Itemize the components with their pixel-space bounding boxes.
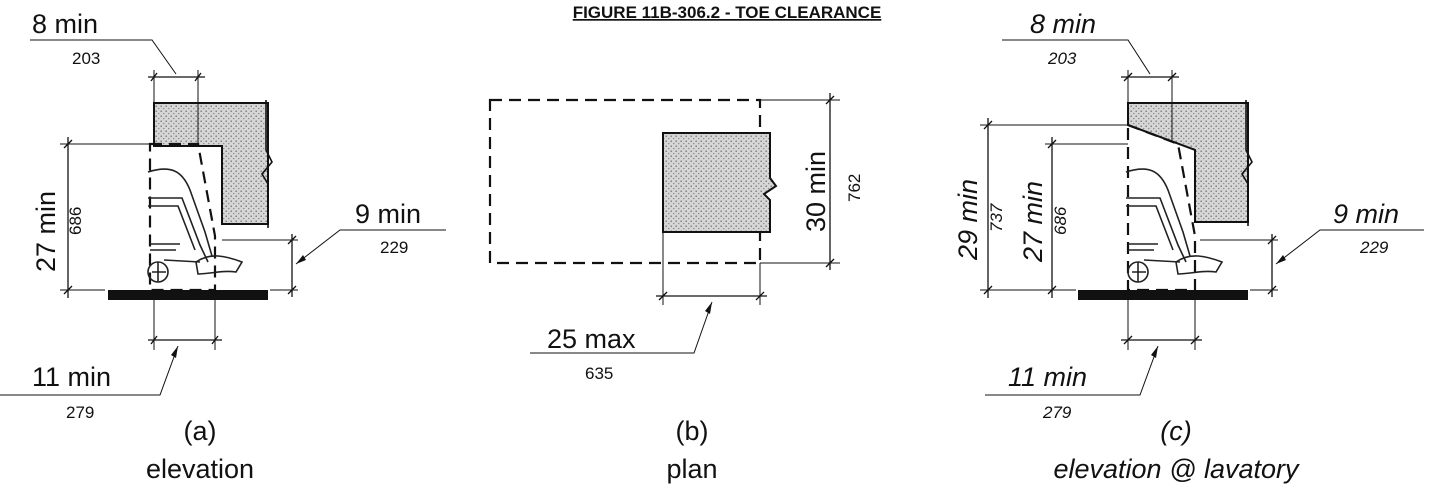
figure-title: FIGURE 11B-306.2 - TOE CLEARANCE xyxy=(573,3,882,22)
lavatory-plan xyxy=(662,132,778,233)
dim-11min-label-c: 11 min xyxy=(1008,362,1087,392)
floor-slab xyxy=(108,290,268,300)
dim-29min-metric-c: 737 xyxy=(987,203,1006,232)
panel-a-elevation: 8 min 203 27 min 686 9 min 229 11 min 27… xyxy=(0,9,446,484)
panel-a-view: elevation xyxy=(146,454,254,484)
dim-27min-label: 27 min xyxy=(31,191,61,272)
dim-11min-metric-c: 279 xyxy=(1042,403,1072,422)
dim-27min-metric: 686 xyxy=(66,207,85,235)
dim-30min-label: 30 min xyxy=(801,151,831,232)
panel-b-view: plan xyxy=(666,454,717,484)
wheelchair-footrest-sketch-c xyxy=(1125,168,1224,283)
panel-b-plan: 30 min 762 25 max 635 (b) plan xyxy=(488,93,864,484)
dim-11min-label: 11 min xyxy=(32,362,111,392)
dim-9min-metric: 229 xyxy=(380,238,408,257)
dim-8min-label: 8 min xyxy=(32,9,98,39)
clearance-outline xyxy=(148,142,217,292)
dim-9min-label: 9 min xyxy=(355,199,421,229)
floor-slab-c xyxy=(1078,290,1248,300)
dim-29min-label-c: 29 min xyxy=(953,179,983,261)
dim-8min-metric-c: 203 xyxy=(1047,49,1077,68)
dim-8min-label-c: 8 min xyxy=(1030,9,1096,39)
dim-9min-metric-c: 229 xyxy=(1359,238,1389,257)
dim-27min-label-c: 27 min xyxy=(1018,181,1048,263)
clearance-outline-c xyxy=(1126,123,1197,292)
panel-c-view: elevation @ lavatory xyxy=(1053,454,1300,484)
panel-a-letter: (a) xyxy=(184,416,217,446)
panel-b-letter: (b) xyxy=(676,416,709,446)
dim-11min-metric: 279 xyxy=(66,403,94,422)
dim-25max-label: 25 max xyxy=(547,324,636,354)
dim-25max-metric: 635 xyxy=(585,364,613,383)
dim-8min-metric: 203 xyxy=(72,49,100,68)
dim-30min-metric: 762 xyxy=(845,174,864,202)
wheelchair-footrest-sketch xyxy=(147,168,244,283)
panel-c-letter: (c) xyxy=(1160,416,1191,446)
dim-9min-label-c: 9 min xyxy=(1333,199,1399,229)
lavatory-body xyxy=(153,102,269,225)
dim-27min-metric-c: 686 xyxy=(1051,206,1070,235)
panel-c-elevation-lavatory: 8 min 203 29 min 737 27 min 686 9 min 22… xyxy=(953,9,1424,484)
